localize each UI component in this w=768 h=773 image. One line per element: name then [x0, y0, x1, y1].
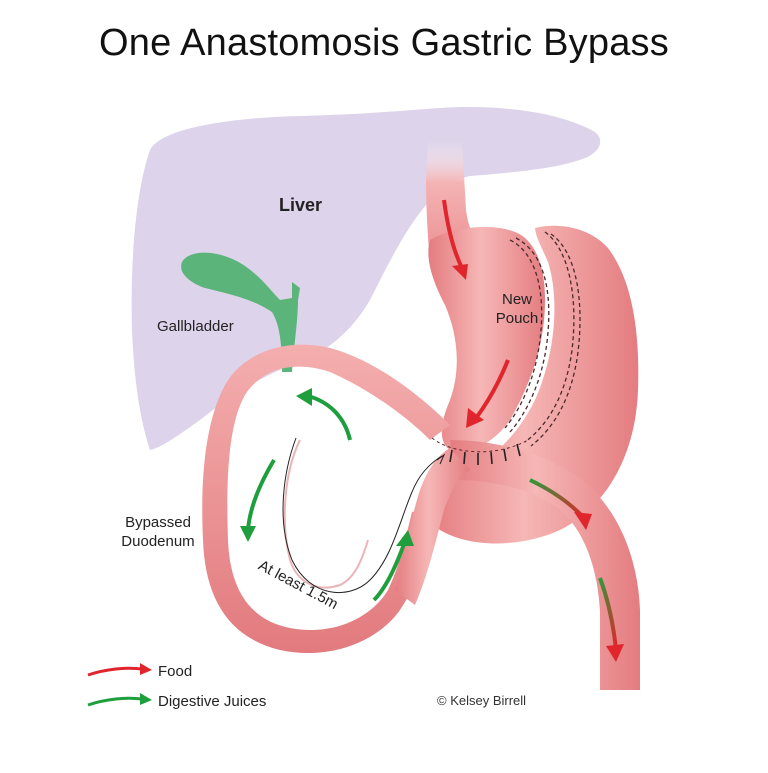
gallbladder-shape — [181, 252, 300, 372]
juice-arrow-upper — [307, 394, 352, 441]
legend-juices: Digestive Juices — [86, 689, 266, 713]
new-pouch — [428, 226, 545, 453]
food-arrow-limb-2 — [598, 577, 618, 651]
legend-juices-label: Digestive Juices — [158, 692, 267, 710]
food-arrow-pouch — [474, 359, 510, 420]
length-measure-line — [282, 437, 443, 593]
gallbladder-label: Gallbladder — [157, 318, 234, 335]
bypassed-label-line1: Bypassed — [125, 514, 191, 531]
staple-line-remnant — [524, 231, 575, 443]
juice-arrow-ascending — [372, 543, 406, 602]
bypassed-label-line2: Duodenum — [121, 533, 195, 550]
credit-text: © Kelsey Birrell — [437, 693, 527, 708]
legend-juice-arrow-icon — [87, 693, 152, 707]
efferent-limb — [450, 440, 640, 690]
staple-line-pouch — [504, 239, 543, 429]
staple-line-remnant-2 — [530, 233, 581, 447]
food-arrows — [442, 199, 624, 662]
anastomosis-seam — [431, 437, 529, 453]
new-pouch-label: New Pouch — [488, 290, 546, 328]
staple-line-pouch-2 — [509, 237, 550, 433]
legend-food-arrow-icon — [87, 663, 152, 677]
legend-food: Food — [86, 659, 192, 683]
juice-arrows — [240, 388, 414, 602]
duodenum-inner-shade — [283, 439, 369, 589]
juice-arrow-descending — [246, 458, 276, 531]
liver-label: Liver — [279, 195, 323, 215]
new-pouch-label-line2: Pouch — [495, 310, 539, 327]
anastomosis-staples — [449, 443, 521, 465]
afferent-limb — [395, 448, 470, 605]
bypassed-duodenum-label: Bypassed Duodenum — [104, 513, 212, 551]
page-title: One Anastomosis Gastric Bypass — [99, 22, 669, 64]
legend-food-label: Food — [158, 662, 193, 680]
food-arrow-esophagus — [442, 199, 464, 269]
new-pouch-label-line1: New — [501, 291, 532, 308]
